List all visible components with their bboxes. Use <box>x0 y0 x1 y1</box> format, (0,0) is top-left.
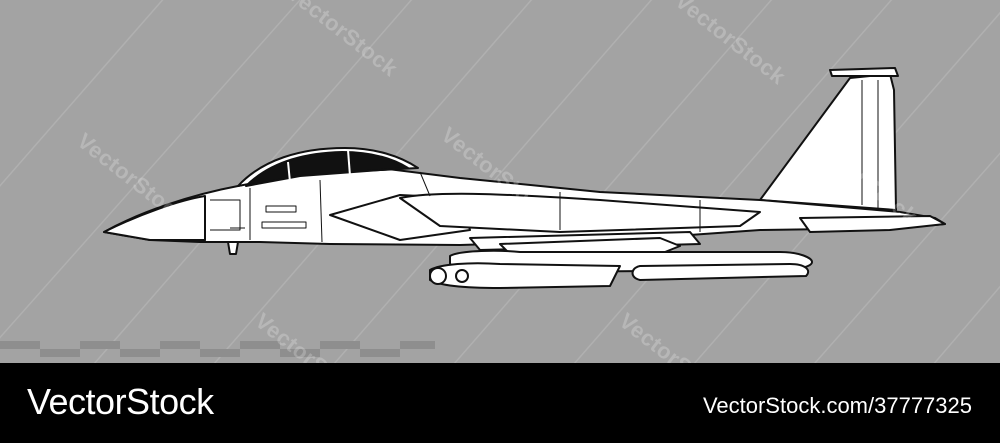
vertical-tail <box>759 73 897 211</box>
checker-strip <box>0 341 435 357</box>
bomb <box>631 263 810 281</box>
aircraft <box>103 67 946 289</box>
footer-bar: VectorStock VectorStock.com/37777325 <box>0 363 1000 443</box>
nose-gear <box>227 241 239 255</box>
stabilizer <box>799 215 946 233</box>
jet-drawing <box>0 0 1000 363</box>
illustration-canvas: VectorStock VectorStock VectorStock Vect… <box>0 0 1000 363</box>
image-id: VectorStock.com/37777325 <box>702 393 972 418</box>
brand-logo[interactable]: VectorStock <box>27 381 214 422</box>
wing <box>399 192 761 233</box>
